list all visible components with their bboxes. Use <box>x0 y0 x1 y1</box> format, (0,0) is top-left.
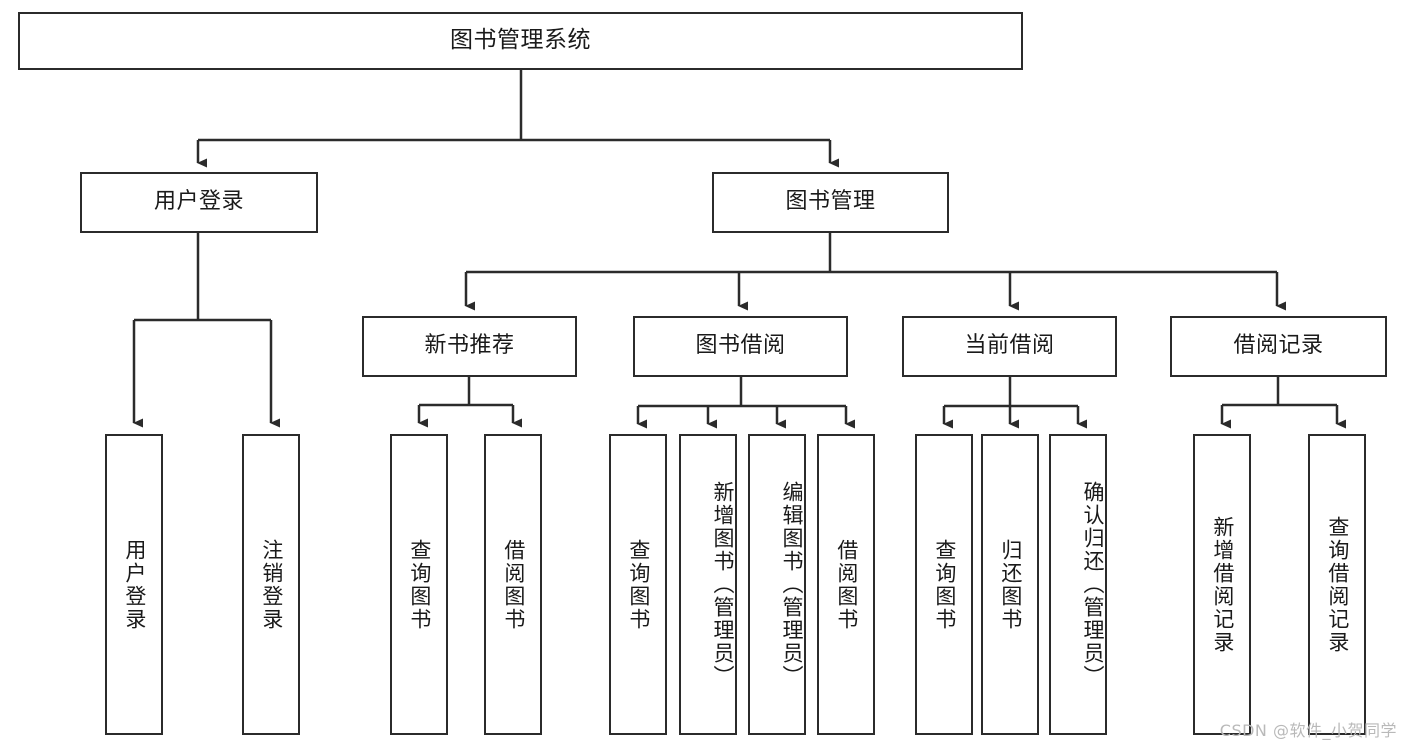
leaf-query-record[interactable]: 查询借阅记录 <box>1308 434 1366 735</box>
leaf-borrow-book-1[interactable]: 借阅图书 <box>484 434 542 735</box>
leaf-user-login[interactable]: 用户登录 <box>105 434 163 735</box>
leaf-query-book-1[interactable]: 查询图书 <box>390 434 448 735</box>
leaf-query-book-2[interactable]: 查询图书 <box>609 434 667 735</box>
node-book-manage[interactable]: 图书管理 <box>712 172 949 233</box>
node-book-borrow[interactable]: 图书借阅 <box>633 316 848 377</box>
leaf-return-book[interactable]: 归还图书 <box>981 434 1039 735</box>
leaf-add-record[interactable]: 新增借阅记录 <box>1193 434 1251 735</box>
leaf-borrow-book-2[interactable]: 借阅图书 <box>817 434 875 735</box>
leaf-edit-book[interactable]: 编辑图书（管理员） <box>748 434 806 735</box>
node-new-book-recommend[interactable]: 新书推荐 <box>362 316 577 377</box>
node-current-borrow[interactable]: 当前借阅 <box>902 316 1117 377</box>
leaf-add-book[interactable]: 新增图书（管理员） <box>679 434 737 735</box>
leaf-query-book-3[interactable]: 查询图书 <box>915 434 973 735</box>
leaf-confirm-return[interactable]: 确认归还（管理员） <box>1049 434 1107 735</box>
leaf-logout-login[interactable]: 注销登录 <box>242 434 300 735</box>
node-root[interactable]: 图书管理系统 <box>18 12 1023 70</box>
node-borrow-record[interactable]: 借阅记录 <box>1170 316 1387 377</box>
node-user-login[interactable]: 用户登录 <box>80 172 318 233</box>
